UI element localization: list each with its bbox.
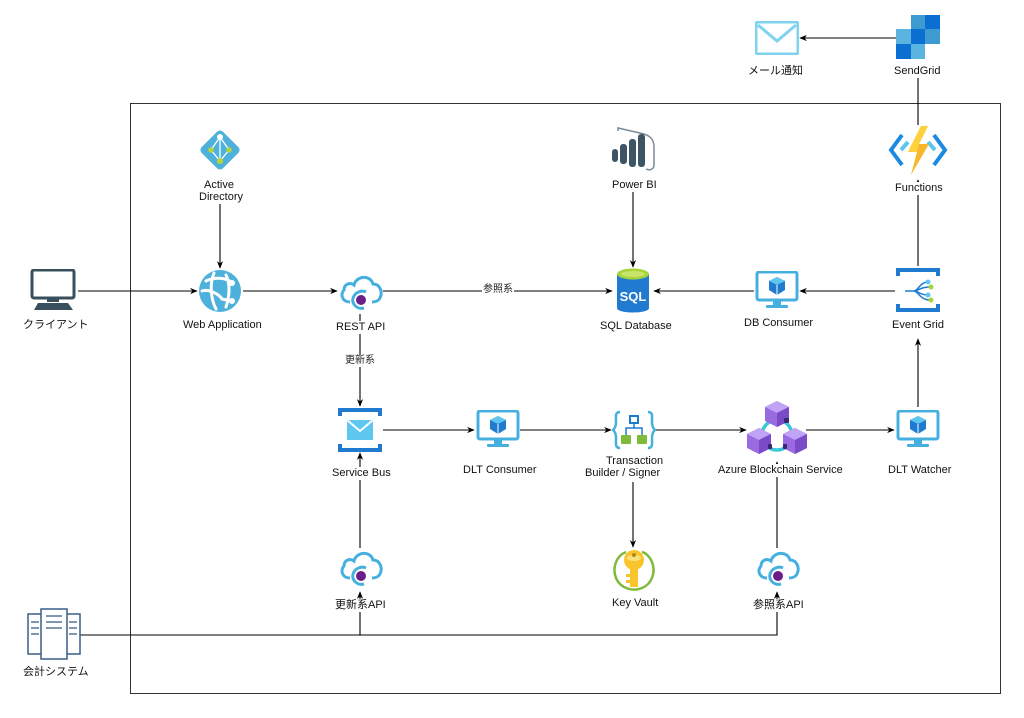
node-label: REST API bbox=[335, 321, 387, 334]
sendgrid-icon bbox=[896, 15, 940, 59]
edge-accounting-refapi bbox=[360, 591, 781, 636]
api-management-icon bbox=[757, 551, 800, 586]
sql-database-icon: SQL bbox=[617, 268, 649, 313]
node-label: Web Application bbox=[182, 319, 263, 332]
api-management-icon bbox=[340, 275, 383, 310]
vm-icon bbox=[755, 271, 799, 308]
node-label: Event Grid bbox=[891, 319, 945, 332]
node-label: SQL Database bbox=[599, 320, 673, 333]
node-label: SendGrid bbox=[893, 65, 942, 78]
node-label: 参照系API bbox=[752, 599, 805, 612]
server-icon bbox=[27, 608, 81, 660]
logic-app-icon bbox=[612, 410, 656, 450]
node-label: Power BI bbox=[611, 179, 658, 192]
api-management-icon bbox=[340, 551, 383, 586]
vm-icon bbox=[476, 410, 520, 447]
key-vault-icon bbox=[613, 550, 655, 591]
functions-icon bbox=[888, 126, 948, 175]
blockchain-icon bbox=[747, 401, 807, 454]
vm-icon bbox=[896, 410, 940, 447]
node-label: クライアント bbox=[22, 319, 90, 332]
edge-label-update: 更新系 bbox=[344, 355, 376, 367]
web-app-icon bbox=[199, 270, 241, 312]
edge-accounting-updateapi bbox=[80, 591, 364, 636]
mail-icon bbox=[755, 21, 799, 55]
active-directory-icon bbox=[200, 130, 240, 170]
node-label: Service Bus bbox=[331, 467, 392, 480]
node-label: Key Vault bbox=[611, 597, 660, 610]
node-label: Functions bbox=[894, 182, 944, 195]
svg-text:SQL: SQL bbox=[620, 289, 647, 304]
node-label: DLT Watcher bbox=[887, 464, 953, 477]
node-label-line2: Directory bbox=[198, 191, 245, 204]
node-label-line2: Builder / Signer bbox=[584, 467, 662, 480]
edge-label-reference: 参照系 bbox=[482, 284, 514, 296]
node-label-line1: Active bbox=[203, 179, 235, 192]
node-label: DB Consumer bbox=[743, 317, 815, 330]
node-label: 会計システム bbox=[22, 666, 90, 679]
node-label: 更新系API bbox=[334, 599, 387, 612]
power-bi-icon bbox=[612, 127, 655, 171]
monitor-icon bbox=[30, 269, 76, 310]
node-label-line1: Transaction bbox=[605, 455, 665, 468]
service-bus-icon bbox=[338, 408, 382, 452]
node-label: Azure Blockchain Service bbox=[717, 464, 844, 477]
node-label: メール通知 bbox=[747, 65, 804, 78]
event-grid-icon bbox=[896, 268, 940, 312]
system-boundary bbox=[130, 103, 1001, 694]
node-label: DLT Consumer bbox=[462, 464, 538, 477]
